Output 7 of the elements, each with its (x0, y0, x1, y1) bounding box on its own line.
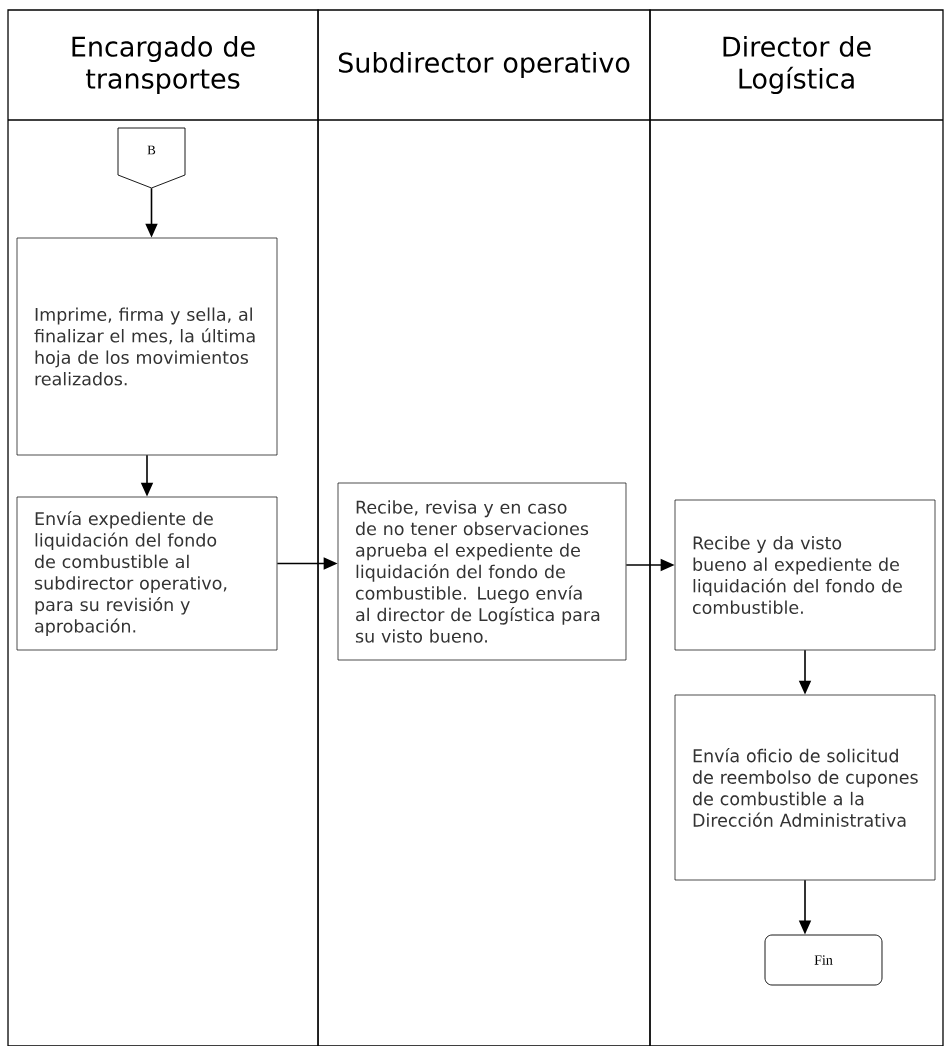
process-box: Recibe y da visto bueno al expediente de liquidación del fondo de combustible. (674, 499, 936, 651)
process-box: Envía expediente de liquidación del fondo de combustible al subdirector operativo, para su revisión y aprobación. (16, 496, 278, 651)
process-box: Envía oficio de solicitud de reembolso de cupones de combustible a la Dirección Administrativa (674, 694, 936, 881)
off-page-connector: B (117, 127, 186, 189)
process-box: Imprime, firma y sella, al finalizar el mes, la última hoja de los movimientos realizados. (16, 237, 278, 456)
process-box: Recibe, revisa y en caso de no tener observaciones aprueba el expediente de liquidación del fondo de combustible. Luego envía al director de Logística para su visto bueno. (337, 482, 627, 661)
terminator: Fin (764, 934, 883, 986)
